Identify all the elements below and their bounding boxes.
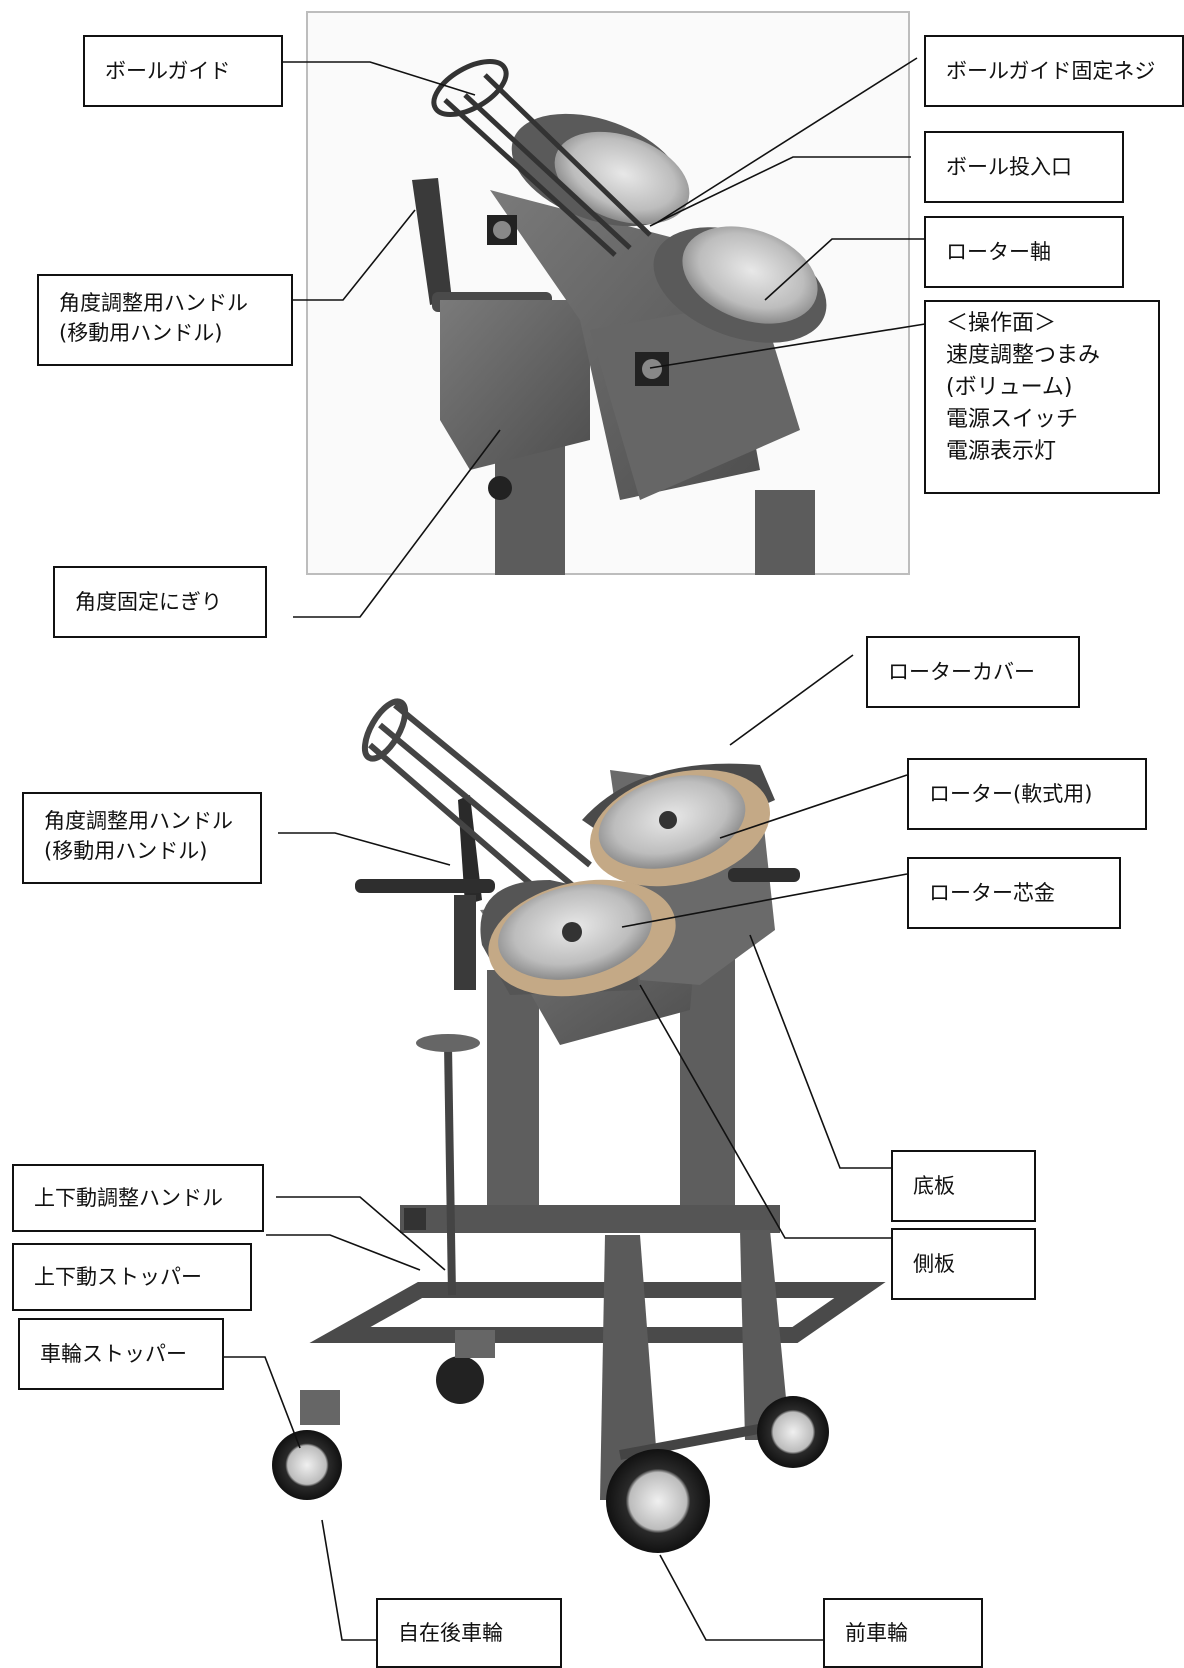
- label-control-panel: ＜操作面＞ 速度調整つまみ (ボリューム) 電源スイッチ 電源表示灯: [924, 300, 1160, 494]
- label-rotor-core: ローター芯金: [907, 857, 1121, 929]
- label-angle-handle-bottom: 角度調整用ハンドル (移動用ハンドル): [22, 792, 262, 884]
- bottom-machine: [272, 698, 886, 1553]
- label-rotor-cover: ローターカバー: [866, 636, 1080, 708]
- label-side-plate: 側板: [891, 1228, 1036, 1300]
- label-rotor-soft: ローター(軟式用): [907, 758, 1147, 830]
- label-bottom-plate: 底板: [891, 1150, 1036, 1222]
- label-front-wheel: 前車輪: [823, 1598, 983, 1668]
- label-vertical-stopper: 上下動ストッパー: [12, 1243, 252, 1311]
- label-rotor-shaft: ローター軸: [924, 216, 1124, 288]
- label-angle-lock-knob: 角度固定にぎり: [53, 566, 267, 638]
- top-machine: [412, 59, 827, 575]
- label-rear-caster: 自在後車輪: [376, 1598, 562, 1668]
- label-ball-guide: ボールガイド: [83, 35, 283, 107]
- label-vertical-handle: 上下動調整ハンドル: [12, 1164, 264, 1232]
- label-wheel-stopper: 車輪ストッパー: [18, 1318, 224, 1390]
- label-ball-inlet: ボール投入口: [924, 131, 1124, 203]
- leader-lines: [224, 57, 926, 1641]
- label-angle-handle-top: 角度調整用ハンドル (移動用ハンドル): [37, 274, 293, 366]
- label-ball-guide-screw: ボールガイド固定ネジ: [924, 35, 1184, 107]
